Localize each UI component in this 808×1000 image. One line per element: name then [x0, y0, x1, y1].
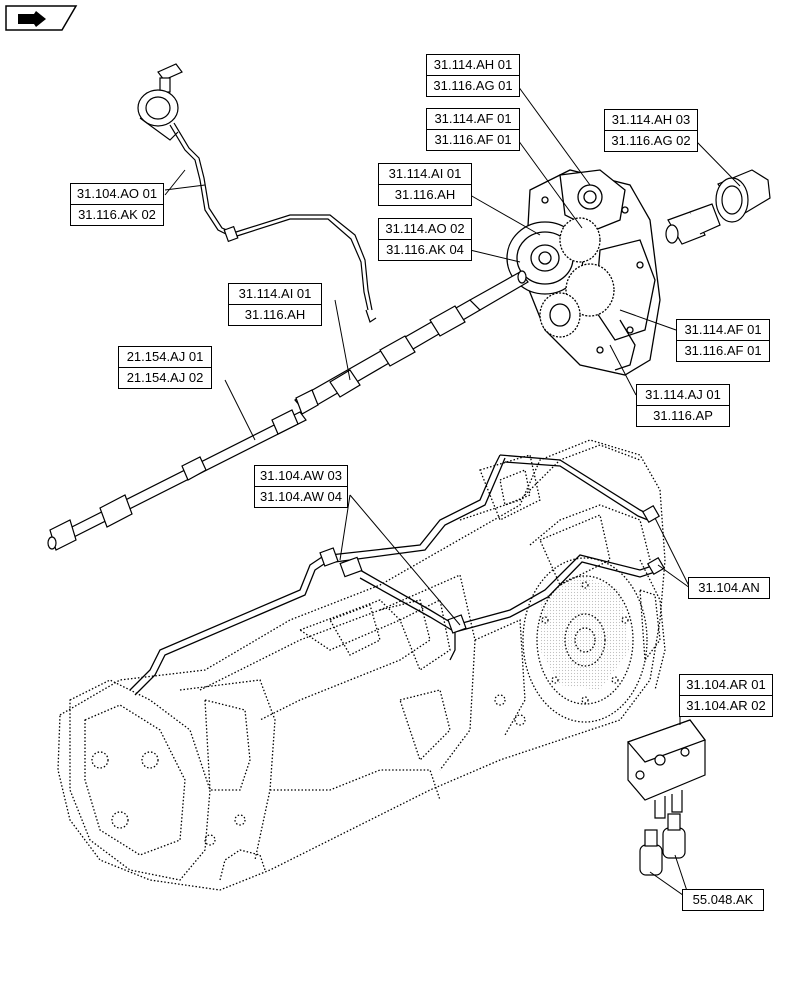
callout-clutch-pack[interactable]: 31.114.AO 02 31.116.AK 04: [378, 218, 472, 261]
callout-ref: 31.114.AF 01: [684, 322, 762, 337]
pto-shaft-upper: [294, 270, 529, 415]
callout-solenoids[interactable]: 55.048.AK: [682, 889, 764, 911]
callout-ref: 31.104.AR 02: [680, 695, 772, 716]
callout-ref: 31.116.AH: [379, 184, 471, 205]
pto-shaft-stub: [665, 203, 721, 245]
callout-control-valve[interactable]: 31.104.AR 01 31.104.AR 02: [679, 674, 773, 717]
callout-gear-set-upper[interactable]: 31.114.AI 01 31.116.AH: [378, 163, 472, 206]
callout-ref: 31.104.AR 01: [686, 677, 766, 692]
callout-ref: 31.104.AW 04: [255, 486, 347, 507]
callout-pto-cover-lower[interactable]: 31.114.AF 01 31.116.AF 01: [676, 319, 770, 362]
callout-pto-gearbox[interactable]: 31.114.AJ 01 31.116.AP: [636, 384, 730, 427]
page-navigation-arrow-icon[interactable]: [5, 5, 78, 31]
callout-ref: 31.114.AI 01: [238, 286, 312, 301]
speed-sensor-harness: [137, 63, 377, 323]
line-fittings: [319, 504, 666, 634]
callout-hydraulic-lines[interactable]: 31.104.AN: [688, 577, 770, 599]
callout-ref: 31.114.AF 01: [434, 111, 512, 126]
callout-ref: 31.116.AG 02: [605, 130, 697, 151]
solenoid-coils: [639, 813, 686, 876]
callout-ref: 31.116.AK 04: [379, 239, 471, 260]
callout-ref: 31.114.AO 02: [385, 221, 465, 236]
callout-ref: 31.114.AJ 01: [645, 387, 721, 402]
callout-ref: 31.114.AI 01: [388, 166, 462, 181]
control-valve-block: [626, 719, 706, 819]
callout-ref: 31.114.AH 01: [433, 57, 513, 72]
callout-ref: 31.116.AG 01: [427, 75, 519, 96]
callout-ref: 21.154.AJ 02: [119, 367, 211, 388]
drive-shaft: [47, 409, 307, 551]
hydraulic-lines: [129, 454, 656, 696]
pto-guard: [715, 169, 771, 223]
callout-power-shift-housing[interactable]: 31.114.AH 01 31.116.AG 01: [426, 54, 520, 97]
leader-lines: [164, 85, 741, 901]
callout-pto-cover[interactable]: 31.114.AF 01 31.116.AF 01: [426, 108, 520, 151]
housing-texture: [540, 575, 630, 690]
callout-ref: 31.116.AP: [637, 405, 729, 426]
callout-pto-guard[interactable]: 31.114.AH 03 31.116.AG 02: [604, 109, 698, 152]
callout-pto-shaft-upper[interactable]: 31.114.AI 01 31.116.AH: [228, 283, 322, 326]
callout-ref: 31.104.AW 03: [260, 468, 342, 483]
pto-gearbox: [506, 169, 661, 376]
callout-lube-lines[interactable]: 31.104.AW 03 31.104.AW 04: [254, 465, 348, 508]
callout-speed-sensor-harness[interactable]: 31.104.AO 01 31.116.AK 02: [70, 183, 164, 226]
callout-ref: 31.114.AH 03: [611, 112, 691, 127]
callout-ref: 31.116.AH: [229, 304, 321, 325]
callout-ref: 21.154.AJ 01: [126, 349, 204, 364]
callout-ref: 31.116.AK 02: [71, 204, 163, 225]
callout-drive-shaft[interactable]: 21.154.AJ 01 21.154.AJ 02: [118, 346, 212, 389]
callout-ref: 31.116.AF 01: [427, 129, 519, 150]
callout-ref: 31.116.AF 01: [677, 340, 769, 361]
callout-ref: 31.104.AO 01: [76, 186, 158, 201]
